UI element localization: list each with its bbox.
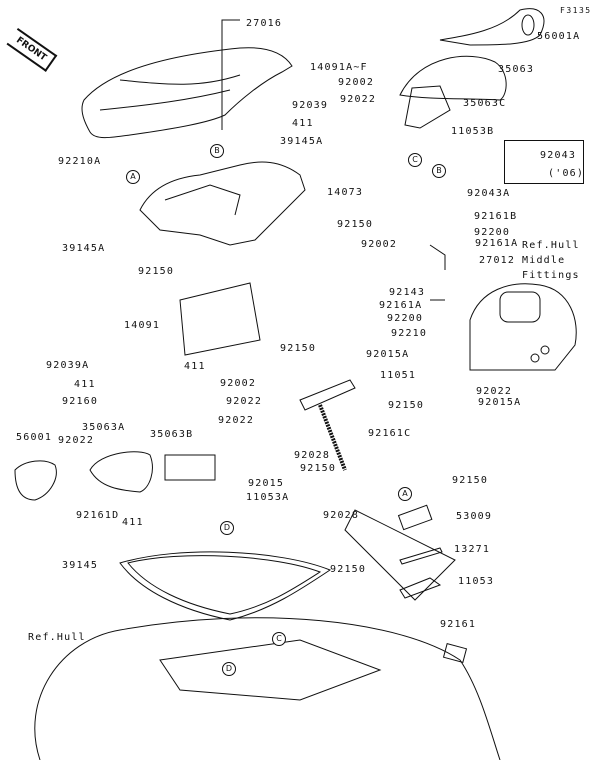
part-label: 92022 <box>476 386 513 397</box>
part-label: 11053A <box>246 492 290 503</box>
ref-hull-middle-2: Middle <box>522 255 566 266</box>
part-label: 92160 <box>62 396 99 407</box>
callout-d: D <box>220 521 234 535</box>
part-label: 92028 <box>323 510 360 521</box>
part-label: 14091 <box>124 320 161 331</box>
part-label: 14091A~F <box>310 62 368 73</box>
callout-c2: C <box>272 632 286 646</box>
part-label: 92022 <box>58 435 95 446</box>
seat-cover <box>81 47 293 139</box>
part-label: 92039A <box>46 360 90 371</box>
part-label: 411 <box>74 379 96 390</box>
panel-14091 <box>179 282 261 356</box>
part-label: 14073 <box>327 187 364 198</box>
part-label: 92043A <box>467 188 511 199</box>
part-label: 92039 <box>292 100 329 111</box>
part-label: 92150 <box>300 463 337 474</box>
part-label: 27012 <box>479 255 516 266</box>
part-label: 39145A <box>280 136 324 147</box>
mirror-56001A <box>439 8 545 46</box>
strip-13271 <box>399 547 443 565</box>
meter-housing <box>469 283 577 371</box>
seal-39145 <box>119 551 332 621</box>
callout-a2: A <box>398 487 412 501</box>
lid-35063 <box>399 55 507 101</box>
part-label: 56001 <box>16 432 53 443</box>
ref-hull-middle-1: Ref.Hull <box>522 240 580 251</box>
latch-53009 <box>397 504 433 531</box>
part-label: 53009 <box>456 511 493 522</box>
part-label: 92150 <box>280 343 317 354</box>
hull <box>34 617 501 760</box>
part-label: 411 <box>184 361 206 372</box>
seat-base <box>139 161 306 246</box>
part-label: 92002 <box>220 378 257 389</box>
part-label: 35063 <box>498 64 535 75</box>
part-label: 92002 <box>338 77 375 88</box>
callout-a: A <box>126 170 140 184</box>
part-label: 92015A <box>366 349 410 360</box>
part-label: 92210 <box>391 328 428 339</box>
callout-d2: D <box>222 662 236 676</box>
part-label: 13271 <box>454 544 491 555</box>
part-label: 92022 <box>226 396 263 407</box>
label-92161 <box>442 643 468 663</box>
mirror-56001 <box>14 460 57 501</box>
part-label: 35063B <box>150 429 194 440</box>
part-label: 27016 <box>246 18 283 29</box>
cover-35063A <box>89 451 153 493</box>
callout-c: C <box>408 153 422 167</box>
spring-92161C <box>318 404 347 471</box>
part-label: 411 <box>292 118 314 129</box>
part-label: 92150 <box>138 266 175 277</box>
inset-note: ('06) <box>548 168 585 179</box>
part-label: 92150 <box>452 475 489 486</box>
part-label: 92022 <box>218 415 255 426</box>
ref-hull-middle-3: Fittings <box>522 270 580 281</box>
part-label: 92161B <box>474 211 518 222</box>
part-label: 56001A <box>537 31 581 42</box>
box-35063B <box>164 454 216 481</box>
part-label: 11053 <box>458 576 495 587</box>
part-label: 92150 <box>337 219 374 230</box>
part-label: 92015 <box>248 478 285 489</box>
part-label: 35063A <box>82 422 126 433</box>
part-label: 411 <box>122 517 144 528</box>
part-label: 92022 <box>340 94 377 105</box>
callout-b: B <box>210 144 224 158</box>
part-label: 92161C <box>368 428 412 439</box>
plate-11053 <box>399 577 442 599</box>
part-label: 92161D <box>76 510 120 521</box>
part-label: 92210A <box>58 156 102 167</box>
part-label: 92161A <box>475 238 519 249</box>
callout-b2: B <box>432 164 446 178</box>
part-label: 92161 <box>440 619 477 630</box>
part-label: 92015A <box>478 397 522 408</box>
inset-box <box>504 140 584 184</box>
part-label: 92150 <box>388 400 425 411</box>
ref-hull: Ref.Hull <box>28 632 86 643</box>
part-label: 39145A <box>62 243 106 254</box>
figure-id: F3135 <box>560 6 592 15</box>
part-label: 92200 <box>474 227 511 238</box>
part-label: 11053B <box>451 126 495 137</box>
part-label: 39145 <box>62 560 99 571</box>
part-label: 11051 <box>380 370 417 381</box>
part-label: 92150 <box>330 564 367 575</box>
bracket-11051 <box>299 379 356 411</box>
inset-part: 92043 <box>540 150 577 161</box>
part-label: 92161A <box>379 300 423 311</box>
part-label: 92200 <box>387 313 424 324</box>
part-label: 92028 <box>294 450 331 461</box>
part-label: 35063C <box>463 98 507 109</box>
part-label: 92143 <box>389 287 426 298</box>
part-label: 92002 <box>361 239 398 250</box>
bracket-35063C <box>404 85 451 129</box>
